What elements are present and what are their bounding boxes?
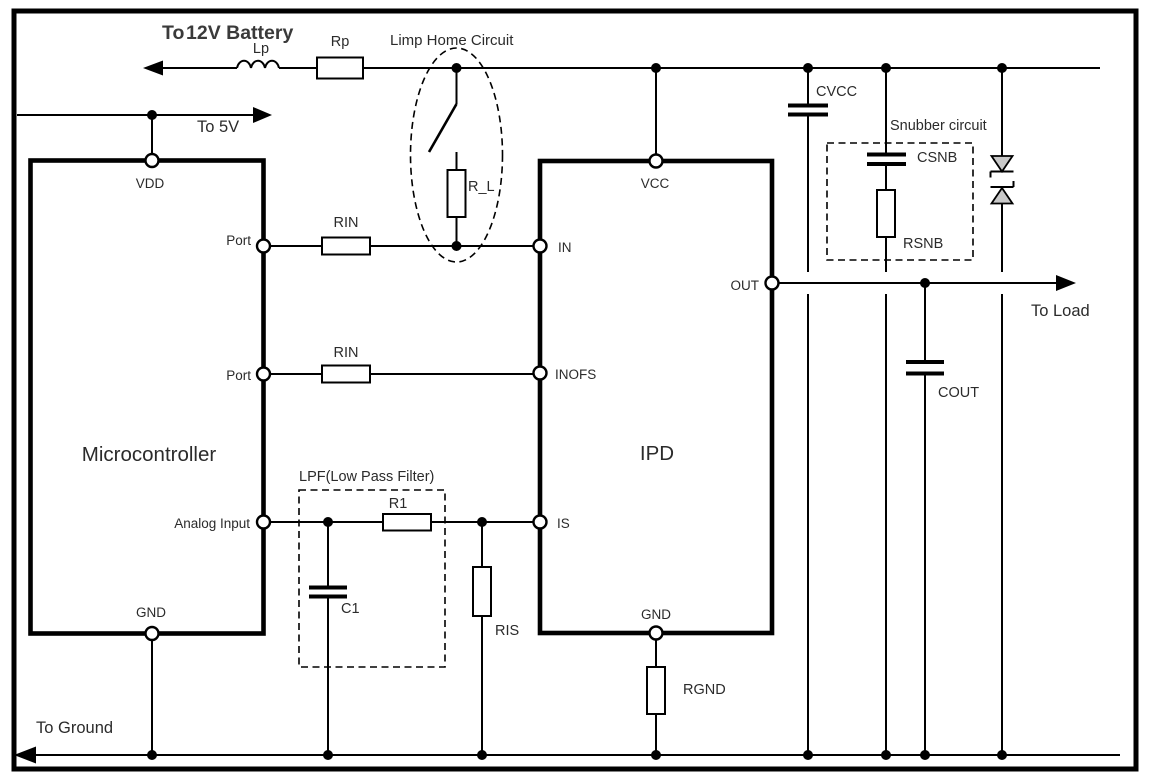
resistor-rsnb-symbol [876, 189, 896, 238]
tvs-zener-bar [990, 181, 1015, 188]
label-rsnb: RSNB [903, 236, 943, 252]
lpf-group [270, 489, 533, 755]
resistor-rgnd-symbol [646, 666, 666, 715]
switch-blade [427, 103, 458, 153]
arrow-to-battery-icon [143, 60, 163, 76]
label-to-ground: To Ground [36, 719, 113, 737]
limp-home-ellipse [409, 47, 504, 263]
label-to-5v: To 5V [197, 118, 239, 136]
resistor-rp-symbol [316, 56, 364, 80]
label-rp: Rp [331, 34, 350, 50]
pin-port2 [255, 366, 272, 382]
label-ipd-name: IPD [640, 442, 674, 465]
tvs-diode-upper-icon [989, 155, 1015, 174]
tvs-zener-bar [989, 170, 1014, 178]
rin-wires [270, 236, 533, 384]
label-pin-inofs: INOFS [555, 367, 596, 382]
label-pin-vcc: VCC [641, 176, 670, 191]
pin-vdd [144, 152, 160, 169]
pin-inofs [532, 365, 548, 381]
rail-12v [143, 56, 1100, 80]
label-pin-port1: Port [226, 233, 251, 248]
resistor-rin2-symbol [321, 364, 371, 384]
label-lp: Lp [253, 41, 269, 57]
cvcc-branch [788, 68, 828, 755]
label-mcu-name: Microcontroller [82, 443, 217, 466]
pin-ipd-gnd [648, 625, 664, 641]
label-rin2: RIN [334, 345, 359, 361]
label-to-prefix: To [162, 22, 184, 44]
out-line [778, 275, 1076, 291]
pins [144, 152, 780, 642]
pin-analog-input [255, 514, 272, 530]
label-pin-is: IS [557, 516, 570, 531]
label-pin-port2: Port [226, 368, 251, 383]
rail-ground [14, 746, 1120, 764]
label-limp-home: Limp Home Circuit [390, 32, 514, 49]
ipd-block [537, 68, 775, 755]
label-lpf: LPF(Low Pass Filter) [299, 469, 434, 485]
pin-vcc [648, 153, 664, 169]
label-pin-in: IN [558, 240, 572, 255]
label-rgnd: RGND [683, 682, 726, 698]
label-snubber: Snubber circuit [890, 118, 987, 134]
tvs-diode-lower-icon [989, 186, 1015, 205]
label-pin-mcu-gnd: GND [136, 605, 166, 620]
ipd-box [537, 158, 775, 636]
label-cvcc: CVCC [816, 84, 857, 100]
label-c1: C1 [341, 601, 360, 617]
arrow-to-ground-icon [14, 746, 36, 764]
junction-dot [451, 241, 462, 251]
label-csnb: CSNB [917, 150, 957, 166]
snubber-dashed-box [826, 142, 974, 261]
label-pin-vdd: VDD [136, 176, 165, 191]
inductor-lp-symbol [236, 59, 280, 69]
rail-5v [17, 107, 272, 155]
label-12v-battery: 12V Battery [186, 22, 293, 44]
label-pin-analog-input: Analog Input [174, 516, 250, 531]
label-rl: R_L [468, 179, 495, 195]
label-to-load: To Load [1031, 302, 1090, 320]
label-cout: COUT [938, 385, 979, 401]
snubber-branch [826, 68, 974, 755]
diagram-border [11, 8, 1139, 772]
pin-mcu-gnd [144, 625, 160, 642]
arrow-to-load-icon [1056, 275, 1076, 291]
label-pin-ipd-gnd: GND [641, 607, 671, 622]
label-pin-out: OUT [731, 278, 760, 293]
label-ris: RIS [495, 623, 519, 639]
mcu-box [28, 158, 266, 636]
pin-in [532, 238, 548, 254]
cout-branch [906, 283, 944, 755]
arrow-to-5v-icon [253, 107, 272, 123]
label-r1: R1 [389, 496, 408, 512]
pin-port1 [255, 238, 272, 254]
resistor-r1-symbol [382, 513, 432, 532]
label-rin1: RIN [334, 215, 359, 231]
limp-home-group [409, 47, 504, 263]
pin-is [532, 514, 548, 530]
resistor-ris-symbol [472, 566, 492, 617]
lpf-dashed-box [298, 489, 446, 668]
tvs-branch [989, 68, 1015, 755]
resistor-rin1-symbol [321, 236, 371, 256]
pin-out [764, 275, 780, 291]
resistor-rl-symbol [446, 169, 467, 218]
